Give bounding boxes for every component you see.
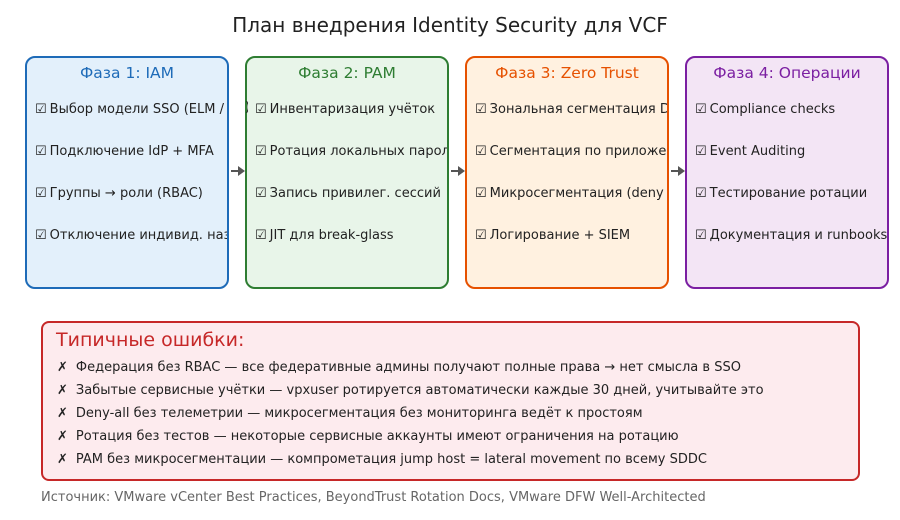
phase-item-text: Выбор модели SSO (ELM / Isolated) [49, 102, 227, 117]
checkbox-icon: ☑ [695, 228, 707, 243]
phase-item: ☑JIT для break-glass [255, 228, 394, 243]
error-item-text: Забытые сервисные учётки — vpxuser ротир… [75, 383, 764, 398]
phase-item: ☑Выбор модели SSO (ELM / Isolated) [35, 102, 227, 117]
phase-item-text: Отключение индивид. назначений [49, 228, 227, 243]
arrow-right-icon [231, 166, 245, 176]
error-item: ✗ PAM без микросегментации — компрометаци… [57, 452, 707, 467]
arrow-right-icon [671, 166, 685, 176]
error-item-text: Ротация без тестов — некоторые сервисные… [75, 429, 679, 444]
arrow-right-icon [451, 166, 465, 176]
errors-title: Типичные ошибки: [56, 329, 245, 351]
phase-item: ☑Compliance checks [695, 102, 835, 117]
phase-item-text: Документация и runbooks [709, 228, 888, 243]
phase-title: Фаза 1: IAM [79, 64, 175, 82]
phase-item: ☑Микросегментация (deny all) [475, 186, 669, 201]
phase-card-pam: Фаза 2: PAM ☑Инвентаризация учёток ☑Рота… [245, 56, 449, 289]
cross-icon: ✗ [57, 360, 68, 375]
phase-item: ☑Event Auditing [695, 144, 805, 159]
checkbox-icon: ☑ [695, 186, 707, 201]
phase-item-text: Микросегментация (deny all) [489, 186, 669, 201]
phase-item-text: Логирование + SIEM [489, 228, 631, 243]
phase-item: ☑Документация и runbooks [695, 228, 887, 243]
cross-icon: ✗ [57, 383, 68, 398]
error-item: ✗ Deny-all без телеметрии — микросегмента… [57, 406, 643, 421]
phase-item-text: Зональная сегментация DFW [489, 102, 669, 117]
phase-item-text: Группы → роли (RBAC) [49, 186, 203, 201]
phase-item-text: Запись привилег. сессий [269, 186, 441, 201]
phase-item-text: JIT для break-glass [269, 228, 394, 243]
phase-item: ☑Логирование + SIEM [475, 228, 630, 243]
checkbox-icon: ☑ [255, 102, 267, 117]
page-title: План внедрения Identity Security для VCF [232, 13, 668, 37]
phase-item-text: Compliance checks [709, 102, 836, 117]
phase-title: Фаза 3: Zero Trust [495, 64, 639, 82]
checkbox-icon: ☑ [475, 144, 487, 159]
phase-item-text: Сегментация по приложениям [489, 144, 667, 159]
checkbox-icon: ☑ [695, 144, 707, 159]
phase-item: ☑Группы → роли (RBAC) [35, 186, 203, 201]
checkbox-icon: ☑ [475, 186, 487, 201]
phase-card-operations: Фаза 4: Операции ☑Compliance checks ☑Eve… [685, 56, 889, 289]
typical-errors-panel: Типичные ошибки: ✗ Федерация без RBAC — в… [41, 321, 860, 481]
phase-item: ☑Отключение индивид. назначений [35, 228, 227, 243]
error-item: ✗ Ротация без тестов — некоторые сервисны… [57, 429, 679, 444]
cross-icon: ✗ [57, 429, 68, 444]
error-item-text: Deny-all без телеметрии — микросегментац… [75, 406, 643, 421]
phase-item-text: Подключение IdP + MFA [49, 144, 214, 159]
phase-item: ☑Тестирование ротации [695, 186, 867, 201]
phase-item: ☑Инвентаризация учёток [255, 102, 435, 117]
phase-item: ☑Зональная сегментация DFW [475, 102, 669, 117]
cross-icon: ✗ [57, 406, 68, 421]
phase-title: Фаза 4: Операции [713, 64, 861, 82]
checkbox-icon: ☑ [255, 228, 267, 243]
checkbox-icon: ☑ [255, 186, 267, 201]
phase-item: ☑Ротация локальных паролей [255, 144, 449, 159]
phase-card-iam: Фаза 1: IAM ☑Выбор модели SSO (ELM / Iso… [25, 56, 229, 289]
phase-item-text: Тестирование ротации [709, 186, 868, 201]
phase-item-overflow: ) [245, 100, 248, 115]
checkbox-icon: ☑ [35, 144, 47, 159]
phase-card-zero-trust: Фаза 3: Zero Trust ☑Зональная сегментаци… [465, 56, 669, 289]
checkbox-icon: ☑ [35, 186, 47, 201]
checkbox-icon: ☑ [35, 228, 47, 243]
checkbox-icon: ☑ [35, 102, 47, 117]
checkbox-icon: ☑ [475, 102, 487, 117]
error-item: ✗ Забытые сервисные учётки — vpxuser роти… [57, 383, 764, 398]
phase-item-text: Event Auditing [709, 144, 806, 159]
checkbox-icon: ☑ [695, 102, 707, 117]
error-item: ✗ Федерация без RBAC — все федеративные а… [57, 360, 741, 375]
phase-item: ☑Запись привилег. сессий [255, 186, 441, 201]
source-note: Источник: VMware vCenter Best Practices,… [41, 490, 706, 505]
checkbox-icon: ☑ [475, 228, 487, 243]
error-item-text: PAM без микросегментации — компрометация… [75, 452, 707, 467]
phase-item-text: Ротация локальных паролей [269, 144, 449, 159]
phase-item: ☑Подключение IdP + MFA [35, 144, 214, 159]
phase-title: Фаза 2: PAM [298, 64, 396, 82]
phase-item: ☑Сегментация по приложениям [475, 144, 667, 159]
cross-icon: ✗ [57, 452, 68, 467]
error-item-text: Федерация без RBAC — все федеративные ад… [75, 360, 741, 375]
checkbox-icon: ☑ [255, 144, 267, 159]
phase-item-text: Инвентаризация учёток [269, 102, 436, 117]
